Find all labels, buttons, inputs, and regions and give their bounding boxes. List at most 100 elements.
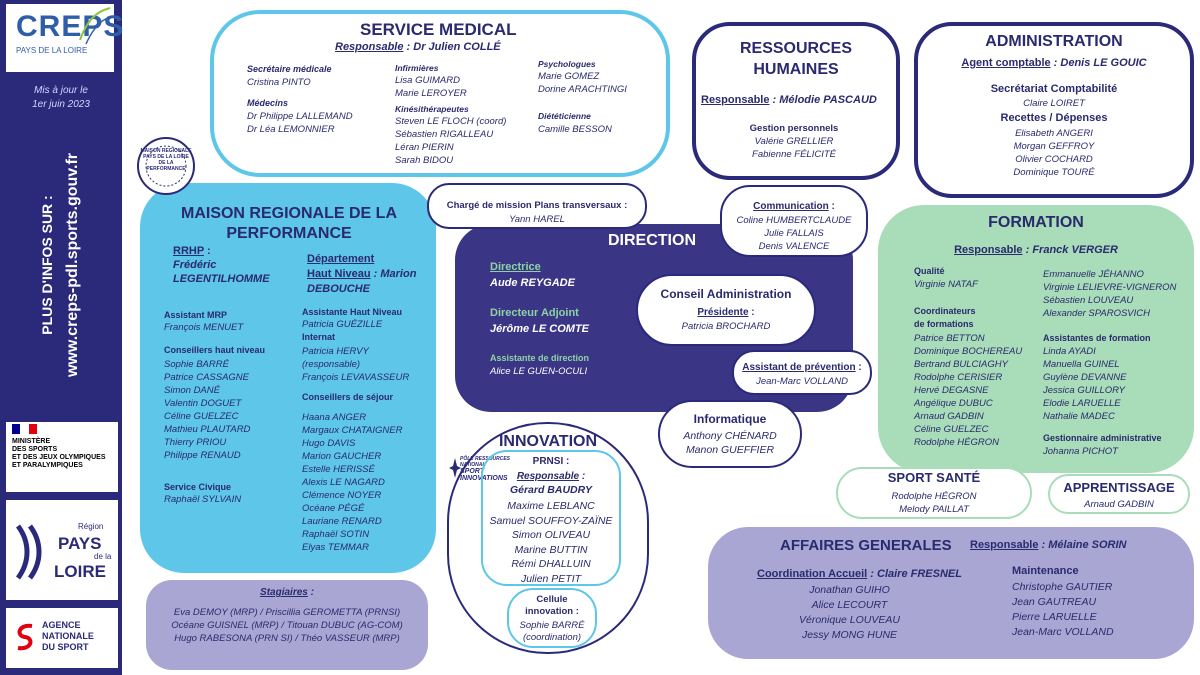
conseil-administration-box [636,274,816,346]
charge-mission-name: Yann HAREL [509,214,565,225]
logo-line: INNOVATIONS [460,475,508,482]
coord-label: Coordination Accueil [757,568,868,580]
person: Rodolphe HÉGRON [891,491,977,502]
person: Rémi DHALLUIN [511,558,591,570]
person: Manon GUEFFIER [685,444,775,456]
charge-mission-box [427,183,647,229]
info-label: PLUS D'INFOS SUR : [39,195,55,335]
directeur-adjoint-title: Directeur Adjoint [490,307,579,319]
region-pays: PAYS [58,534,102,553]
person: Sophie BARRÉ [519,620,585,631]
logo-line: SPORT [460,468,484,475]
coordinateurs-list: Patrice BETTON Dominique BOCHEREAU Bertr… [914,332,1022,449]
innovation-title: INNOVATION [498,433,598,450]
medecins-title: Médecins [247,98,289,108]
update-value: 1er juin 2023 [32,99,90,110]
mrp-box [140,183,436,573]
prevention-name: Jean-Marc VOLLAND [756,376,848,387]
medecins-list: Dr Philippe LALLEMAND Dr Léa LEMONNIER [247,110,353,136]
person: Jonathan GUIHO [809,584,890,596]
person: Alexander SPAROSVICH [1043,308,1151,319]
resp-name: : Mélaine SORIN [1038,539,1127,551]
service-civique-list: Raphaël SYLVAIN [164,493,241,506]
conseillers-sejour-list: Haana ANGER Margaux CHATAIGNER Hugo DAVI… [302,411,402,554]
person: Hugo DAVIS [302,438,356,449]
dept-label: Haut Niveau [307,268,371,280]
person: Valérie GRELLIER [754,136,834,147]
person: Clémence NOYER [302,490,382,501]
sport-sante-list: Rodolphe HÉGRON Melody PAILLAT [836,490,1032,516]
region-logo: Région PAYS de la LOIRE [6,500,118,600]
person: Elodie LARUELLE [1043,398,1121,409]
person: Claire LOIRET [1023,98,1085,109]
person: Denis VALENCE [758,241,830,252]
website-link[interactable]: www.creps-pdl.sports.gouv.fr [64,152,81,378]
person: Anthony CHÉNARD [683,430,777,442]
mrp-title: MAISON REGIONALE DE LA PERFORMANCE [158,204,420,244]
person: Fabienne FÉLICITÉ [752,149,836,160]
person: Samuel SOUFFOY-ZAÏNE [489,514,613,527]
coordinateurs-title: Coordinateurs de formations [914,305,976,331]
rh-title-line: HUMAINES [753,61,839,78]
resp-name: : Mélodie PASCAUD [769,94,877,106]
apprentissage-name: Arnaud GADBIN [1084,499,1154,510]
prnsi-responsable: Responsable : [516,471,586,482]
communication-box [720,185,868,257]
stagiaires-label: Stagiaires [260,587,308,598]
person: Céline GUELZEC [164,411,239,422]
assistante-direction-title: Assistante de direction [490,353,590,363]
person: Marine BUTTIN [514,543,588,556]
qualite-list: Virginie NATAF [914,278,978,291]
person: Véronique LOUVEAU [799,614,900,626]
formation-responsable: Responsable : Franck VERGER [878,244,1194,257]
person: Linda AYADI [1043,346,1096,357]
person: Olivier COCHARD [1015,154,1093,165]
rh-responsable: Responsable : Mélodie PASCAUD [701,94,877,107]
info-vertical: PLUS D'INFOS SUR : www.creps-pdl.sports.… [16,130,106,400]
assistant-mrp-list: François MENUET [164,321,243,334]
person: Jean GAUTREAU [1012,596,1097,608]
dept-name: : Marion [370,268,417,280]
person: Alexis LE NAGARD [302,477,385,488]
gestionnaire-list: Johanna PICHOT [1043,445,1118,458]
communication-title: Communication : [753,201,835,212]
cellule-line: Cellule [536,594,568,605]
apprentissage-box [1048,474,1190,514]
coordination-accueil-list: Jonathan GUIHO Alice LECOURT Véronique L… [757,583,942,643]
stagiaires-box [146,580,428,670]
mrp-title-line: PERFORMANCE [226,225,352,242]
sport-sante-box [836,467,1032,519]
psy-title: Psychologues [538,59,596,69]
person: Rodolphe HÉGRON [914,437,1000,448]
person: Jessica GUILLORY [1043,385,1126,396]
marianne-flag-icon [12,424,37,434]
direction-title: DIRECTION [608,232,696,249]
person: Maxime LEBLANC [507,500,595,512]
internat-list: Patricia HERVY (responsable) François LE… [302,345,409,384]
person: Dominique TOURÉ [1013,167,1095,178]
update-label: Mis à jour le [34,85,88,96]
person: Bertrand BULCIAGHY [914,359,1008,370]
person: Virginie NATAF [914,279,978,290]
recettes-depenses-list: Elisabeth ANGERI Morgan GEFFROY Olivier … [914,127,1194,179]
person: Sophie BARRÉ [164,359,229,370]
resp-name: : Dr Julien COLLÉ [403,41,501,53]
ministry-line: ET PARALYMPIQUES [12,462,83,469]
person: Hervé DEGASNE [914,385,989,396]
person: Coline HUMBERTCLAUDE [736,215,852,226]
cellule-line: innovation : [525,606,579,617]
logo-text: CREPS [16,10,125,43]
person: Patricia HERVY [302,346,369,357]
coord-name: : Claire FRESNEL [867,568,962,580]
person: Patrice BETTON [914,333,985,344]
sidebar: CREPS PAYS DE LA LOIRE Mis à jour le 1er… [0,0,125,675]
person: Léran PIERIN [395,142,454,153]
conseillers-sejour-title: Conseillers de séjour [302,392,394,402]
person: Elisabeth ANGERI [1015,128,1093,139]
sport-innovations-star-icon [449,458,461,478]
administration-title: ADMINISTRATION [985,33,1123,50]
person: Simon DANÉ [164,385,220,396]
affaires-generales-box [708,527,1194,659]
apprentissage-title: APPRENTISSAGE [1063,480,1175,495]
directeur-adjoint-name: Jérôme LE COMTE [490,323,590,335]
